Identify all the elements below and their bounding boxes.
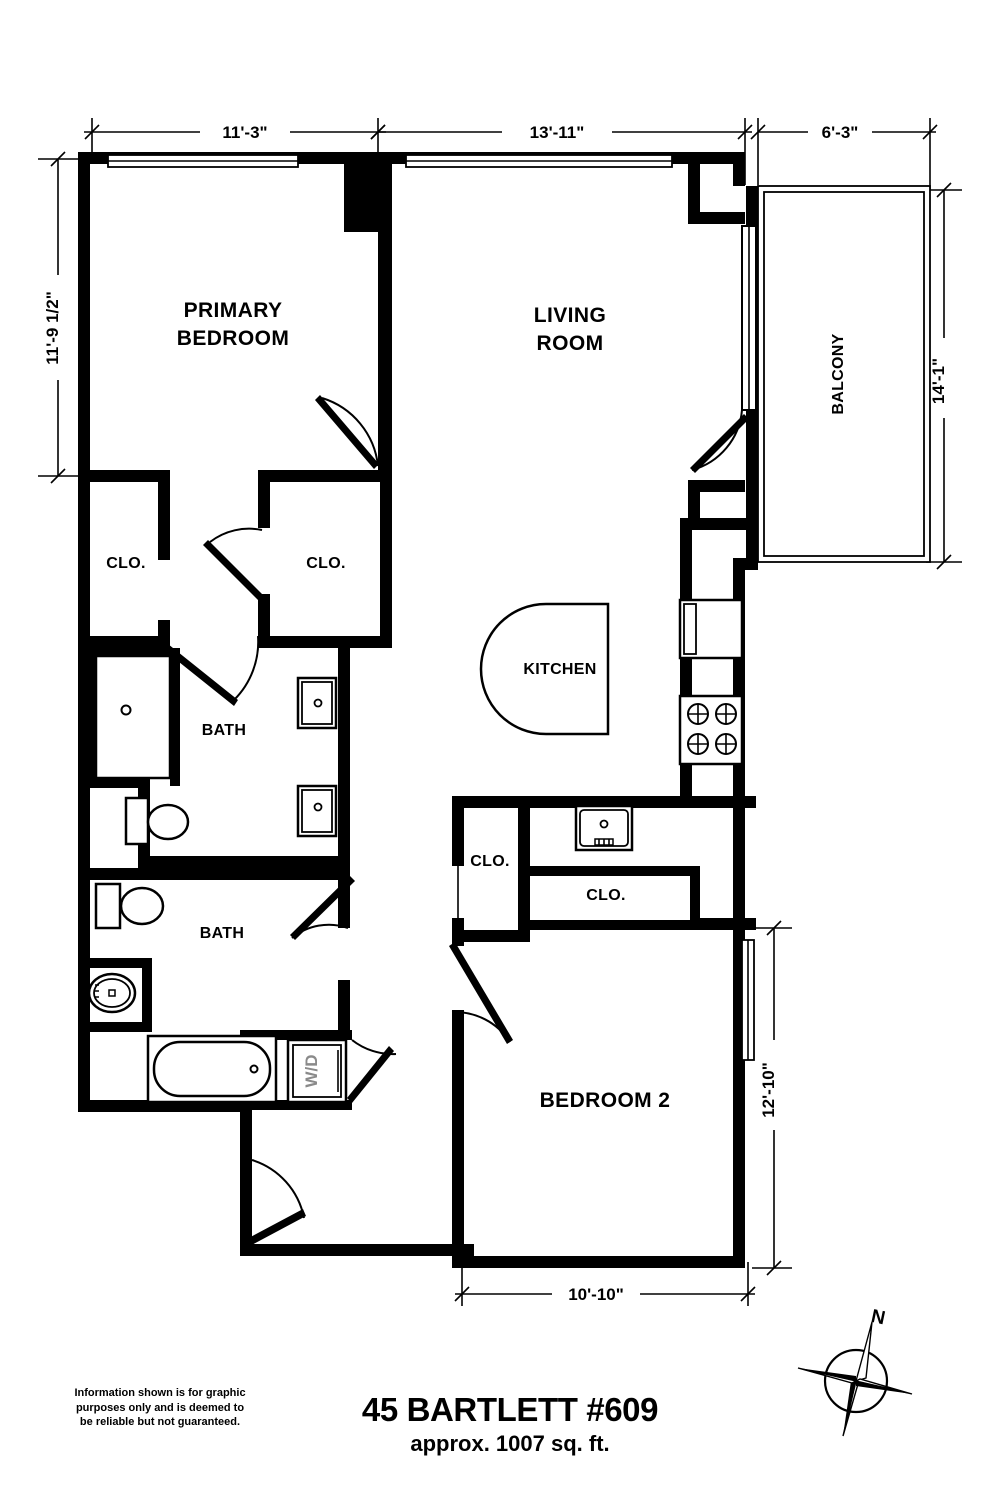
label-primary-bath: BATH: [202, 722, 246, 739]
title-block: 45 BARTLETT #609 approx. 1007 sq. ft.: [300, 1392, 720, 1457]
label-living-room-line2: ROOM: [537, 332, 604, 355]
dim-label-top-primary-bedroom: 11'-3": [222, 123, 267, 142]
burner-icons: [687, 703, 737, 755]
dim-label-right-bedroom-2: 12'-10": [759, 1062, 778, 1118]
label-living-room-line1: LIVING: [534, 304, 606, 327]
disclaimer-text: Information shown is for graphic purpose…: [74, 1387, 246, 1429]
page-title: 45 BARTLETT #609: [361, 1391, 659, 1428]
page-subtitle: approx. 1007 sq. ft.: [410, 1430, 610, 1456]
dim-label-top-living-room: 13'-11": [530, 123, 585, 142]
label-closet-bedroom-right: CLO.: [306, 555, 345, 572]
room-labels: PRIMARY BEDROOM LIVING ROOM BALCONY KITC…: [106, 299, 847, 1112]
plumbing-fixtures: [87, 654, 634, 1104]
label-balcony: BALCONY: [830, 333, 847, 414]
doors: [164, 395, 749, 1248]
label-second-bath: BATH: [200, 925, 244, 942]
kitchen-appliances: [286, 598, 744, 1104]
toilet-tank: [124, 796, 150, 846]
label-closet-bedroom-left: CLO.: [106, 555, 145, 572]
dim-label-right-balcony: 14'-1": [929, 358, 948, 404]
dimension-lines-right: 14'-1" 12'-10": [752, 182, 962, 1276]
label-kitchen: KITCHEN: [523, 661, 596, 678]
dim-label-left-primary-bedroom: 11'-9 1/2": [43, 291, 62, 365]
dim-label-bottom-bedroom-2: 10'-10": [568, 1285, 624, 1304]
dimension-lines-left: 11'-9 1/2": [38, 151, 100, 484]
shower-pan: [94, 654, 172, 780]
label-bedroom-2: BEDROOM 2: [540, 1089, 671, 1112]
label-closet-hall-small: CLO.: [470, 853, 509, 870]
label-primary-bedroom-line1: PRIMARY: [184, 299, 283, 322]
kitchen-island: [479, 602, 610, 736]
compass-north-label: N: [869, 1306, 887, 1329]
windows: [107, 154, 755, 1061]
toilet-tank-2: [94, 882, 122, 930]
toilet-bowl-2: [119, 886, 165, 926]
bathtub-basin: [152, 1040, 272, 1098]
compass-rose: N: [797, 1306, 913, 1437]
label-primary-bedroom-line2: BEDROOM: [177, 327, 289, 350]
label-closet-hall-wide: CLO.: [586, 887, 625, 904]
dim-label-top-balcony: 6'-3": [822, 123, 859, 142]
dimension-lines-top: 11'-3" 13'-11" 6'-3": [84, 118, 938, 190]
shower-drain-icon: [120, 704, 132, 716]
balcony-structure: [757, 185, 931, 563]
tub-drain-icon: [249, 1064, 259, 1074]
balcony-slider: [741, 225, 757, 411]
dimension-lines-bottom: 10'-10": [454, 1262, 756, 1306]
toilet-bowl: [146, 803, 190, 841]
label-washer-dryer: W/D: [302, 1054, 321, 1087]
